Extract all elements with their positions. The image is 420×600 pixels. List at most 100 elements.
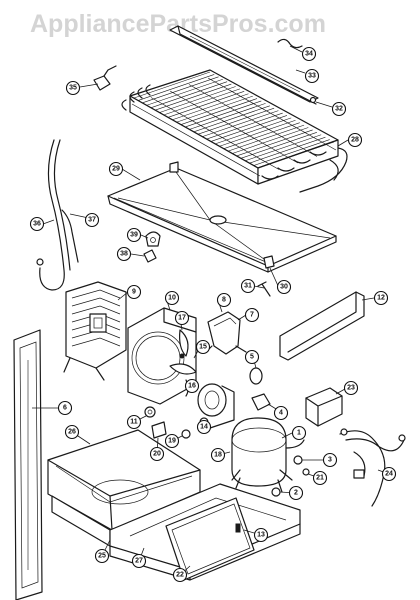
callout-label: 37	[88, 217, 96, 224]
callout-label: 10	[168, 295, 176, 302]
callout-1: 1	[291, 425, 307, 441]
callout-25: 25	[94, 548, 110, 564]
callout-label: 6	[63, 405, 67, 412]
callout-37: 37	[84, 212, 100, 228]
callout-34: 34	[301, 46, 317, 62]
callout-36: 36	[29, 216, 45, 232]
drain-trough-part	[169, 25, 319, 105]
wiring-harness-part	[339, 428, 406, 507]
callout-20: 20	[149, 446, 165, 462]
callout-23: 23	[343, 380, 359, 396]
washer-3-part	[293, 455, 303, 465]
condenser-coil-part	[63, 281, 127, 381]
callout-label: 25	[98, 553, 106, 560]
callout-label: 30	[280, 284, 288, 291]
callout-26: 26	[64, 424, 80, 440]
callout-21: 21	[312, 470, 328, 486]
callout-5: 5	[244, 349, 260, 365]
bracket-strip-part	[279, 291, 365, 361]
callout-label: 13	[257, 532, 265, 539]
callout-label: 4	[279, 410, 283, 417]
access-panel-part	[165, 497, 255, 581]
washer-21-part	[302, 468, 310, 476]
drain-tubes-part	[36, 139, 79, 291]
callout-label: 19	[168, 438, 176, 445]
relay-box-part	[305, 387, 343, 427]
callout-24: 24	[381, 466, 397, 482]
callout-13: 13	[253, 527, 269, 543]
wire-clip-part	[277, 38, 303, 49]
callout-30: 30	[276, 279, 292, 295]
callout-label: 21	[316, 475, 324, 482]
callout-label: 2	[294, 490, 298, 497]
callout-label: 27	[135, 558, 143, 565]
callout-19: 19	[164, 433, 180, 449]
overload-part	[251, 393, 271, 411]
callout-label: 28	[351, 137, 359, 144]
callout-15: 15	[195, 339, 211, 355]
grommet-11-part	[144, 406, 156, 418]
callout-label: 33	[308, 73, 316, 80]
callout-17: 17	[174, 310, 190, 326]
callout-14: 14	[196, 419, 212, 435]
callout-28: 28	[347, 132, 363, 148]
callout-label: 32	[335, 106, 343, 113]
callout-label: 12	[377, 295, 385, 302]
callout-label: 17	[178, 315, 186, 322]
clip-5-part	[249, 367, 263, 385]
callout-label: 34	[305, 51, 313, 58]
bracket-8-part	[205, 311, 247, 355]
callout-label: 7	[250, 312, 254, 319]
callout-33: 33	[304, 68, 320, 84]
callout-label: 22	[176, 572, 184, 579]
callout-label: 3	[328, 457, 332, 464]
callout-label: 9	[132, 289, 136, 296]
callout-label: 26	[68, 429, 76, 436]
callout-35: 35	[65, 80, 81, 96]
callout-27: 27	[131, 553, 147, 569]
callout-2: 2	[288, 485, 304, 501]
callout-label: 38	[120, 251, 128, 258]
callout-label: 31	[244, 283, 252, 290]
callout-label: 5	[250, 354, 254, 361]
callout-16: 16	[184, 378, 200, 394]
callout-label: 29	[112, 166, 120, 173]
clip-35-part	[93, 65, 117, 91]
fan-blade-part	[169, 329, 197, 375]
callout-22: 22	[172, 567, 188, 583]
callout-31: 31	[240, 278, 256, 294]
callout-label: 23	[347, 385, 355, 392]
callout-6: 6	[57, 400, 73, 416]
callout-4: 4	[273, 405, 289, 421]
callout-label: 11	[130, 419, 138, 426]
callout-label: 35	[69, 85, 77, 92]
callout-18: 18	[210, 447, 226, 463]
grommet-19-part	[181, 429, 191, 439]
callout-10: 10	[164, 290, 180, 306]
screw-31-part	[257, 281, 271, 297]
callout-3: 3	[322, 452, 338, 468]
side-panel-part	[13, 329, 43, 600]
callout-39: 39	[126, 227, 142, 243]
clip-39-part	[145, 231, 161, 247]
callout-label: 18	[214, 452, 222, 459]
evaporator-coil-part	[121, 69, 348, 193]
callout-label: 16	[188, 383, 196, 390]
callout-9: 9	[126, 284, 142, 300]
callout-32: 32	[331, 101, 347, 117]
callout-29: 29	[108, 161, 124, 177]
callout-11: 11	[126, 414, 142, 430]
callout-label: 24	[385, 471, 393, 478]
callout-label: 20	[153, 451, 161, 458]
compressor-part	[231, 417, 305, 493]
callout-12: 12	[373, 290, 389, 306]
grommet-2-part	[271, 487, 281, 497]
callout-8: 8	[216, 292, 232, 308]
callout-7: 7	[244, 307, 260, 323]
drain-pan-part	[107, 161, 337, 273]
callout-38: 38	[116, 246, 132, 262]
callout-label: 15	[199, 344, 207, 351]
callout-label: 36	[33, 221, 41, 228]
callout-label: 39	[130, 232, 138, 239]
